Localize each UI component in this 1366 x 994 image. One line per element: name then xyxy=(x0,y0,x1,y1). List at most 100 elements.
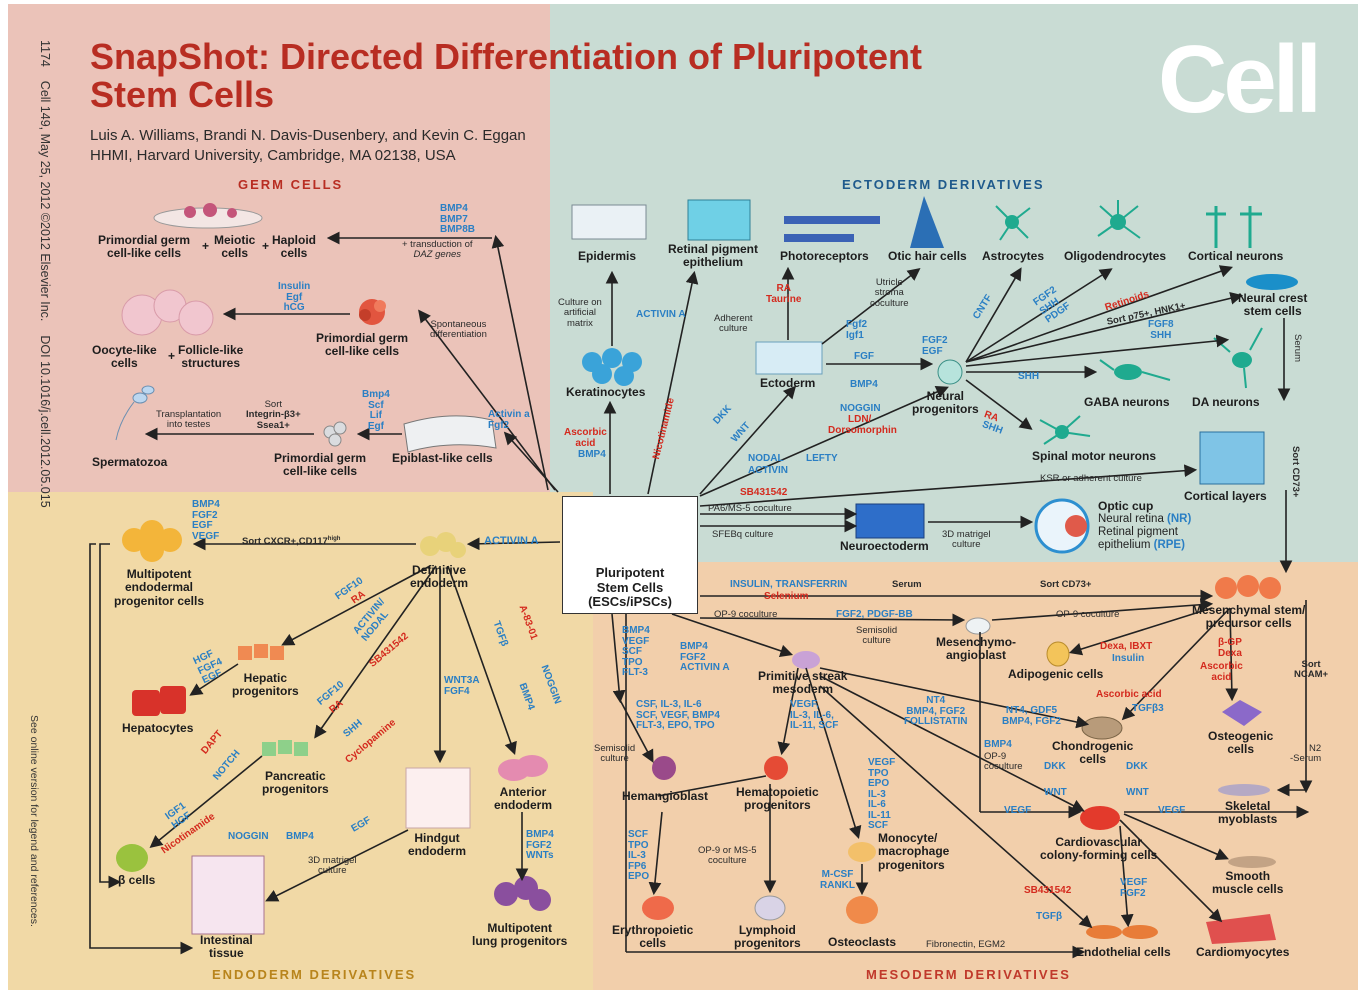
epidermis-label: Epidermis xyxy=(578,249,637,263)
hematopoietic-icon xyxy=(764,756,788,780)
factor-list: NOGGIN xyxy=(228,831,269,842)
factor-list: Selenium xyxy=(764,591,809,602)
factor-list: BMP4 xyxy=(984,739,1012,750)
primitive-streak-icon xyxy=(792,651,820,669)
cortical-layers-label: Cortical layers xyxy=(1184,489,1267,503)
pancreatic-icon xyxy=(262,740,308,756)
anterior-endo-icon xyxy=(498,755,548,781)
neural-progenitor-icon xyxy=(937,359,963,385)
photoreceptor-icon xyxy=(784,216,880,242)
rpe-epithelium-label: epithelium (RPE) xyxy=(1098,539,1185,551)
hindgut-icon xyxy=(405,767,471,829)
pgc-small-icon xyxy=(323,421,347,447)
cortical-label: Cortical neurons xyxy=(1188,249,1284,263)
epiblast-icon xyxy=(403,415,497,453)
factor-list: FGF xyxy=(854,351,874,362)
plus-label: + xyxy=(262,239,270,253)
smooth-muscle-icon xyxy=(1228,856,1276,868)
factor-list: DKK xyxy=(1126,761,1148,772)
endothelial-label: Endothelial cells xyxy=(1076,945,1171,959)
factor-list: ACTIVIN A xyxy=(636,309,686,320)
pgc-cluster-icon xyxy=(359,299,386,325)
factor-list: Dorsomorphin xyxy=(828,425,897,436)
factor-list: WNT xyxy=(1044,787,1067,798)
cardiomyocytes-label: Cardiomyocytes xyxy=(1196,945,1290,959)
journal-citation: 1174 Cell 149, May 25, 2012 ©2012 Elsevi… xyxy=(38,40,52,508)
astrocyte-icon xyxy=(995,205,1031,241)
hepatocyte-icon xyxy=(132,686,186,716)
factor-list: Ascorbic acid xyxy=(1096,689,1162,700)
msc-label: Mesenchymal stem/precursor cells xyxy=(1192,603,1306,631)
cell-logo: Cell xyxy=(1158,26,1322,133)
optic-cup-icon xyxy=(1034,498,1090,554)
serum-note: Serum xyxy=(1292,334,1303,362)
factor-list: BMP4 xyxy=(850,379,878,390)
osteoclast-icon xyxy=(846,896,878,924)
photoreceptors-label: Photoreceptors xyxy=(780,249,869,263)
journal-sidebar: 1174 Cell 149, May 25, 2012 ©2012 Elsevi… xyxy=(36,40,56,580)
sperm-icon xyxy=(115,385,155,441)
neuroectoderm-icon xyxy=(855,503,925,539)
optic-cup-label: Optic cup xyxy=(1098,499,1154,513)
factor-list: SB431542 xyxy=(1024,885,1072,896)
hepatic-icon xyxy=(238,644,284,660)
hepatocytes-label: Hepatocytes xyxy=(122,721,194,735)
otic-hair-icon xyxy=(910,196,944,248)
factor-list: ACTIVIN xyxy=(748,465,788,476)
op9-note: OP-9 coculture xyxy=(1056,609,1120,620)
gaba-label: GABA neurons xyxy=(1084,395,1170,409)
factor-list: ACTIVIN A xyxy=(484,535,539,547)
ectoderm-icon xyxy=(755,341,823,375)
erythropoietic-icon xyxy=(642,896,674,920)
germ-heading: GERM CELLS xyxy=(238,177,344,192)
factor-list: VEGF xyxy=(1158,805,1186,816)
factor-list: NOGGIN xyxy=(840,403,881,414)
serum-note: Serum xyxy=(892,579,922,590)
msc-icon xyxy=(1215,575,1281,599)
lung-progenitor-icon xyxy=(494,876,551,911)
petri-dish-icon xyxy=(153,203,263,229)
epidermis-icon xyxy=(571,204,647,240)
factor-list: VEGF xyxy=(1004,805,1032,816)
oligodendrocyte-icon xyxy=(1097,200,1141,239)
gaba-neuron-icon xyxy=(1099,359,1171,381)
